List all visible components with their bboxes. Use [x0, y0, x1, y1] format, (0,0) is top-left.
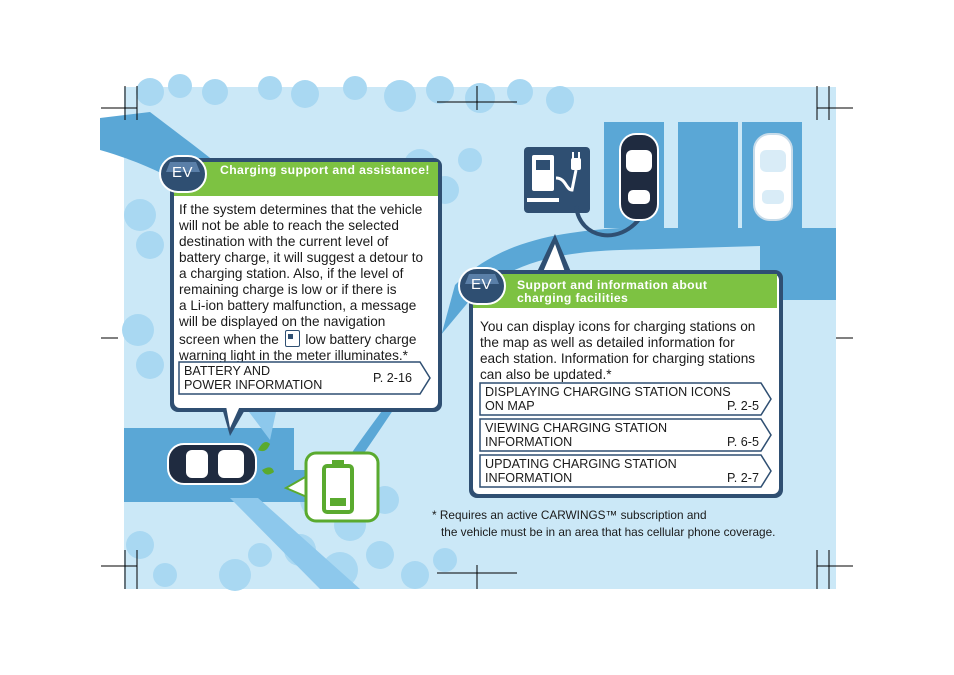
- charging-station-icon: [524, 147, 590, 213]
- ev-badge-label: EV: [172, 164, 194, 181]
- footnote-line-1: * Requires an active CARWINGS™ subscript…: [432, 508, 707, 522]
- callout-title: Support and information about charging f…: [517, 278, 708, 305]
- callout-body: If the system determines that the vehicl…: [179, 202, 424, 363]
- displaying-station-icons-link[interactable]: DISPLAYING CHARGING STATION ICONS ON MAP…: [479, 382, 773, 416]
- car-icon: [167, 443, 257, 485]
- tree-clouds: [122, 74, 574, 591]
- parking-space-2: [678, 122, 738, 228]
- battery-power-info-link[interactable]: BATTERY AND POWER INFORMATION P. 2-16: [178, 361, 432, 395]
- low-battery-icon: [283, 451, 380, 523]
- car-icon: [753, 133, 793, 221]
- battery-warning-light-icon: [284, 330, 300, 347]
- ev-badge-label: EV: [471, 276, 493, 293]
- car-icon: [619, 133, 659, 221]
- footnote-line-2: the vehicle must be in an area that has …: [441, 525, 776, 539]
- ev-badge: EV: [457, 264, 507, 308]
- viewing-station-info-link[interactable]: VIEWING CHARGING STATION INFORMATION P. …: [479, 418, 773, 452]
- updating-station-info-link[interactable]: UPDATING CHARGING STATION INFORMATION P.…: [479, 454, 773, 488]
- charging-support-callout: EV Charging support and assistance! If t…: [158, 152, 444, 442]
- callout-body: You can display icons for charging stati…: [480, 319, 756, 382]
- callout-title: Charging support and assistance!: [220, 163, 430, 177]
- ev-badge: EV: [158, 152, 208, 196]
- footnote: * Requires an active CARWINGS™ subscript…: [432, 507, 812, 541]
- road-diagonal: [230, 498, 360, 589]
- charging-cable: [574, 205, 642, 238]
- crop-marks: [101, 86, 853, 589]
- charging-facilities-callout: EV Support and information about chargin…: [455, 232, 783, 502]
